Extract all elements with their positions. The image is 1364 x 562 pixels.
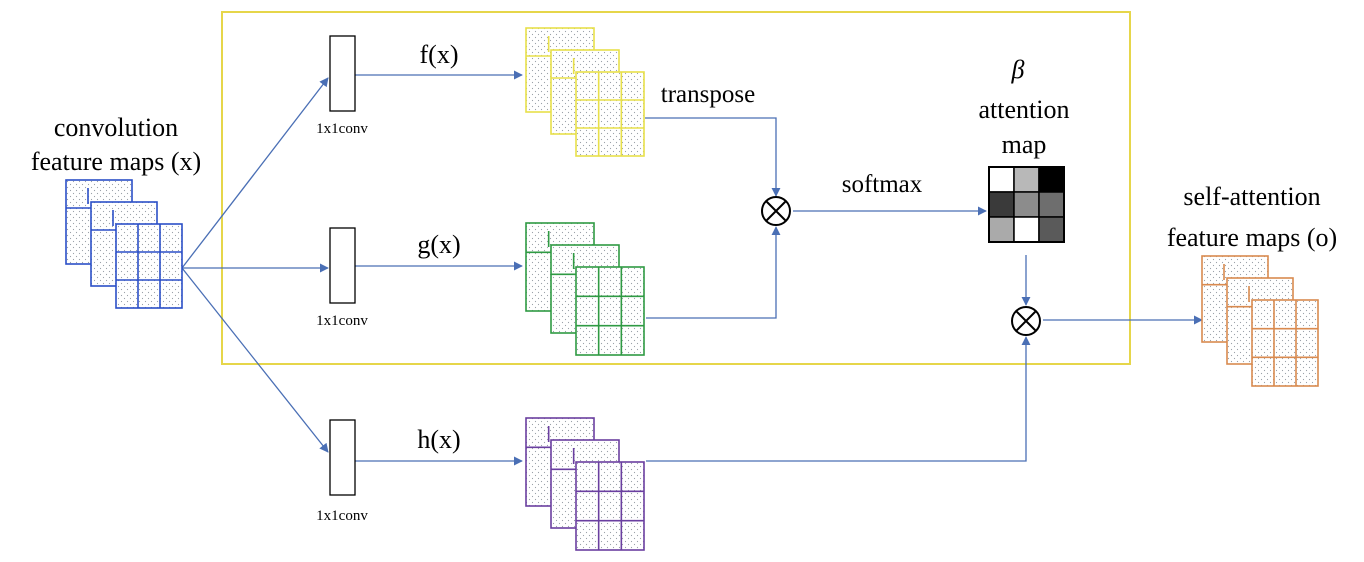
conv-label-g: 1x1conv (316, 313, 368, 329)
feature-map-sheet (115, 223, 183, 309)
multiply-node-top (761, 196, 791, 226)
feature-map-sheet (1251, 299, 1319, 387)
transpose-label: transpose (661, 81, 755, 108)
attention-label-line1: attention (979, 95, 1070, 124)
attention-cell (988, 216, 1015, 243)
conv-box-g (329, 227, 356, 304)
f-label: f(x) (420, 40, 459, 69)
attention-map-grid (988, 166, 1065, 243)
input-label-line1: convolution (54, 113, 178, 142)
conv-box-f (329, 35, 356, 112)
g-label: g(x) (417, 230, 460, 259)
conv-box-h (329, 419, 356, 496)
arrow-h-to-multiply (646, 336, 1031, 462)
attention-cell (1013, 191, 1040, 218)
attention-cell (1013, 166, 1040, 193)
attention-map-border (988, 166, 1065, 243)
feature-map-sheet (575, 461, 645, 551)
arrow-g-to-multiply (646, 226, 781, 319)
beta-label: β (1011, 55, 1025, 84)
input-feature-maps (65, 179, 183, 309)
arrow-input-to-h (181, 267, 329, 453)
feature-map-sheet (575, 266, 645, 356)
attention-cell (1013, 216, 1040, 243)
multiply-node-bottom (1011, 306, 1041, 336)
attention-cell (988, 191, 1015, 218)
g-feature-maps (525, 222, 645, 356)
attention-cell (1038, 216, 1065, 243)
conv-label-f: 1x1conv (316, 121, 368, 137)
output-label-line1: self-attention (1183, 182, 1320, 211)
connectors (181, 70, 1203, 466)
feature-map-sheet (575, 71, 645, 157)
attention-cell (988, 166, 1015, 193)
attention-label-line2: map (1002, 130, 1047, 159)
h-feature-maps (525, 417, 645, 551)
output-label-line2: feature maps (o) (1167, 223, 1337, 252)
f-feature-maps (525, 27, 645, 157)
conv-label-h: 1x1conv (316, 508, 368, 524)
output-feature-maps (1201, 255, 1319, 387)
input-label-line2: feature maps (x) (31, 147, 201, 176)
attention-cell (1038, 191, 1065, 218)
arrow-input-to-f (181, 77, 329, 269)
arrow-f-to-multiply (645, 117, 781, 197)
softmax-label: softmax (842, 171, 923, 198)
attention-block-frame (221, 11, 1131, 365)
h-label: h(x) (417, 425, 460, 454)
attention-cell (1038, 166, 1065, 193)
